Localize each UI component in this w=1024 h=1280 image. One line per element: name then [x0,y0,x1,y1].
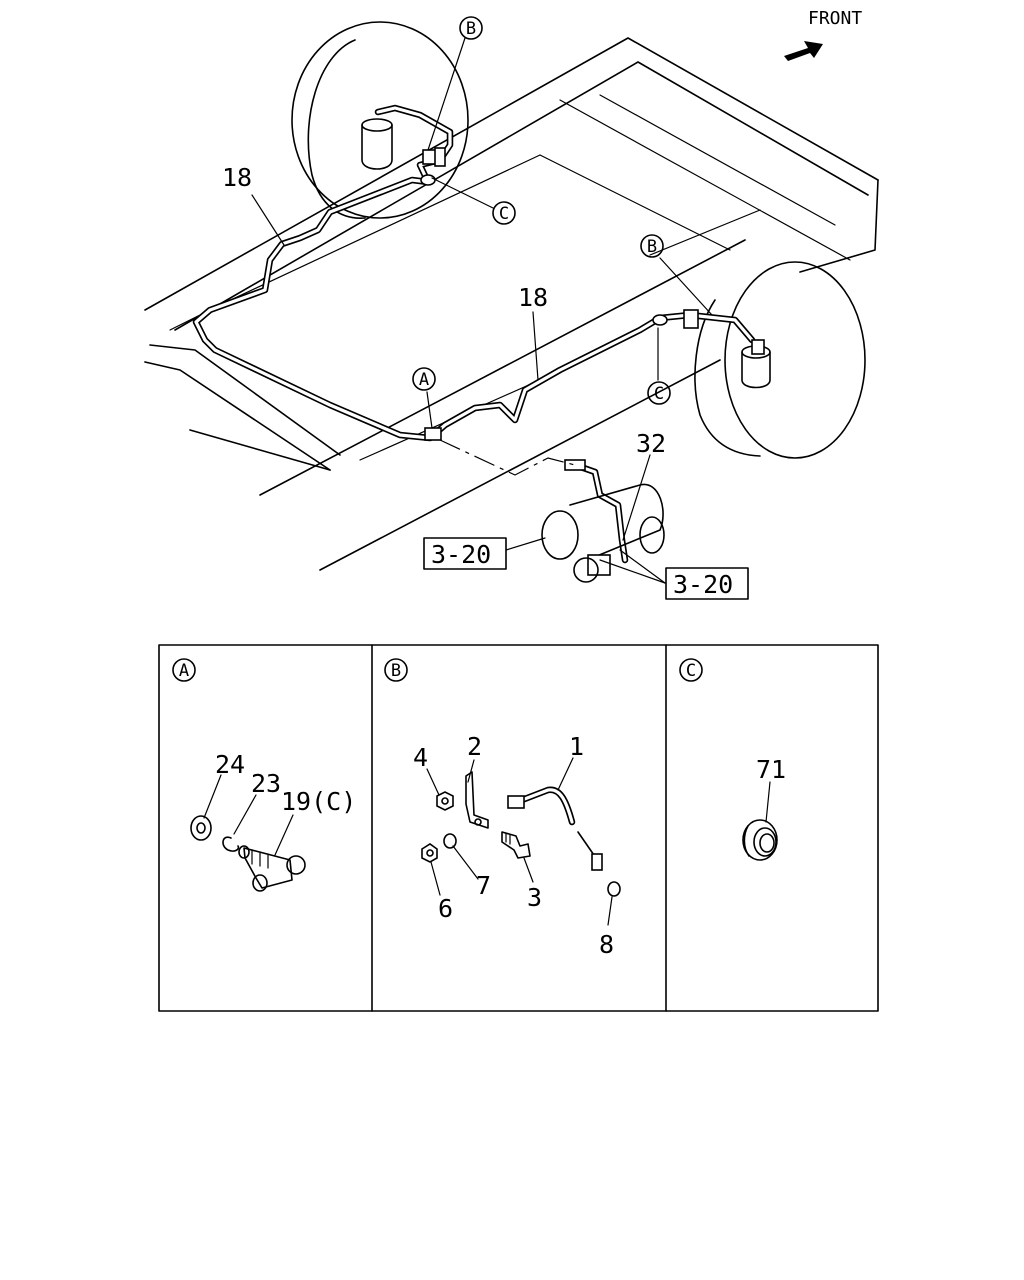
callout-32: 32 [636,429,666,458]
marker-a-junction: A [412,367,436,391]
detail-panels: A 24 23 19(C) B [158,644,879,1012]
marker-b-front-label: B [466,19,476,39]
marker-b-rear-label: B [647,237,657,257]
part-3-label: 3 [527,883,542,912]
wheel-lower-right [694,261,866,459]
callout-18-front: 18 [222,163,252,192]
wheel-upper-left [291,21,469,219]
tee-fitting-part [238,845,306,892]
pipe-fittings [420,147,765,471]
chassis-frame [144,37,879,571]
panel-a-id: A [179,661,189,681]
ref-box-3-20-left: 3-20 [423,537,507,570]
front-arrow-icon [784,41,823,61]
part-19c-label: 19(C) [281,787,356,816]
marker-c-front: C [492,201,516,225]
tee-junction [424,427,442,441]
ref-line-junction [439,439,576,476]
hose-part [507,786,603,871]
chassis-view: 18 18 32 3-20 3-20 B C B C [144,16,879,600]
washer-part [443,833,457,849]
bracket-part [465,771,489,829]
part-71-label: 71 [756,755,786,784]
air-tank-assembly [541,483,665,583]
panel-c-id: C [686,661,696,681]
gasket-part [607,881,621,897]
part-1-label: 1 [569,732,584,761]
brake-pipe-18 [192,104,756,564]
front-label: FRONT [808,8,862,29]
detail-panel-a: A 24 23 19(C) [172,658,356,892]
ref-3-20-right-label: 3-20 [673,570,733,599]
part-7-label: 7 [476,871,491,900]
part-8-label: 8 [599,930,614,959]
brake-chamber-upper [361,118,393,170]
hose-joint-front [434,147,446,167]
part-2-label: 2 [467,732,482,761]
part-23-label: 23 [251,769,281,798]
grommet-rear [652,314,668,326]
detail-panel-b: B [384,658,621,959]
marker-b-front: B [459,16,483,40]
hex-nut-part [436,791,454,811]
part-4-label: 4 [413,743,428,772]
marker-c-rear-label: C [654,384,664,404]
ref-3-20-left-label: 3-20 [431,540,491,569]
panel-b-id: B [391,661,401,681]
marker-b-rear: B [640,234,664,258]
lock-nut-part [421,843,438,863]
leader-lines [251,37,713,584]
front-direction-indicator: FRONT [784,8,862,61]
bracket-rear [683,309,699,329]
clip-ring-part [222,836,240,852]
marker-c-front-label: C [499,204,509,224]
grommet-part [742,819,778,861]
nut-part [190,815,212,841]
marker-a-junction-label: A [419,370,429,390]
bolt-part [501,831,531,859]
union-fitting [564,459,586,471]
hose-end-rear [751,339,765,355]
ref-box-3-20-right: 3-20 [665,567,749,600]
callout-18-rear: 18 [518,283,548,312]
part-6-label: 6 [438,894,453,923]
detail-panel-c: C 71 [679,658,786,861]
grommet-front [420,174,436,186]
part-24-label: 24 [215,750,245,779]
marker-c-rear: C [647,381,671,405]
